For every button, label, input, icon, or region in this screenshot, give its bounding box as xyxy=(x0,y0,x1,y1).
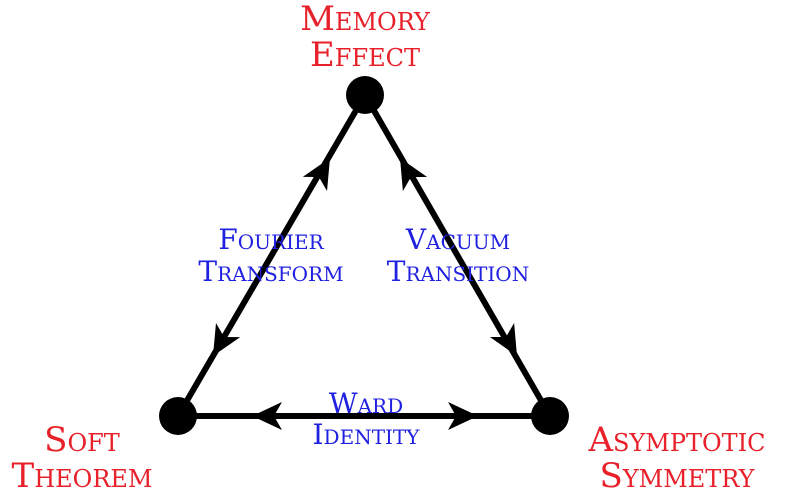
soft-theorem-line1: Soft xyxy=(44,420,120,460)
fourier-transform-line2: Transform xyxy=(198,255,343,288)
memory-effect-line2: Effect xyxy=(310,35,420,75)
ward-identity-line2: Identity xyxy=(313,418,421,451)
arrowheads xyxy=(213,158,517,430)
edge-labels: Fourier Transform Vacuum Transition Ward… xyxy=(198,223,529,451)
node-memory-effect xyxy=(346,76,384,114)
asymptotic-symmetry-line1: Asymptotic xyxy=(587,420,765,460)
vacuum-transition-line1: Vacuum xyxy=(405,223,510,256)
node-soft-theorem xyxy=(159,397,197,435)
memory-effect-line1: Memory xyxy=(300,0,431,39)
edge-left-line xyxy=(175,93,368,418)
arrowhead-left-upper-icon xyxy=(302,158,330,191)
arrowhead-bottom-left-icon xyxy=(252,402,282,430)
edge-label-vacuum-transition: Vacuum Transition xyxy=(387,223,529,288)
edge-label-fourier-transform: Fourier Transform xyxy=(198,223,343,288)
ward-identity-line1: Ward xyxy=(329,387,403,420)
edge-right-line xyxy=(362,93,553,418)
vacuum-transition-line2: Transition xyxy=(387,255,529,288)
arrowhead-left-lower-icon xyxy=(213,323,241,356)
arrowhead-bottom-right-icon xyxy=(448,402,478,430)
vertex-label-soft-theorem: Soft Theorem xyxy=(12,420,153,493)
vertex-label-asymptotic-symmetry: Asymptotic Symmetry xyxy=(587,420,765,493)
fourier-transform-line1: Fourier xyxy=(218,223,324,256)
node-asymptotic-symmetry xyxy=(531,397,569,435)
asymptotic-symmetry-line2: Symmetry xyxy=(600,456,756,493)
nodes xyxy=(159,76,569,435)
edges xyxy=(175,93,553,419)
arrowhead-right-upper-icon xyxy=(400,158,428,191)
edge-label-ward-identity: Ward Identity xyxy=(313,387,421,451)
soft-theorem-line2: Theorem xyxy=(12,456,153,493)
vertex-label-memory-effect: Memory Effect xyxy=(300,0,431,75)
arrowhead-right-lower-icon xyxy=(489,323,517,356)
vertex-labels: Memory Effect Soft Theorem Asymptotic Sy… xyxy=(12,0,766,493)
